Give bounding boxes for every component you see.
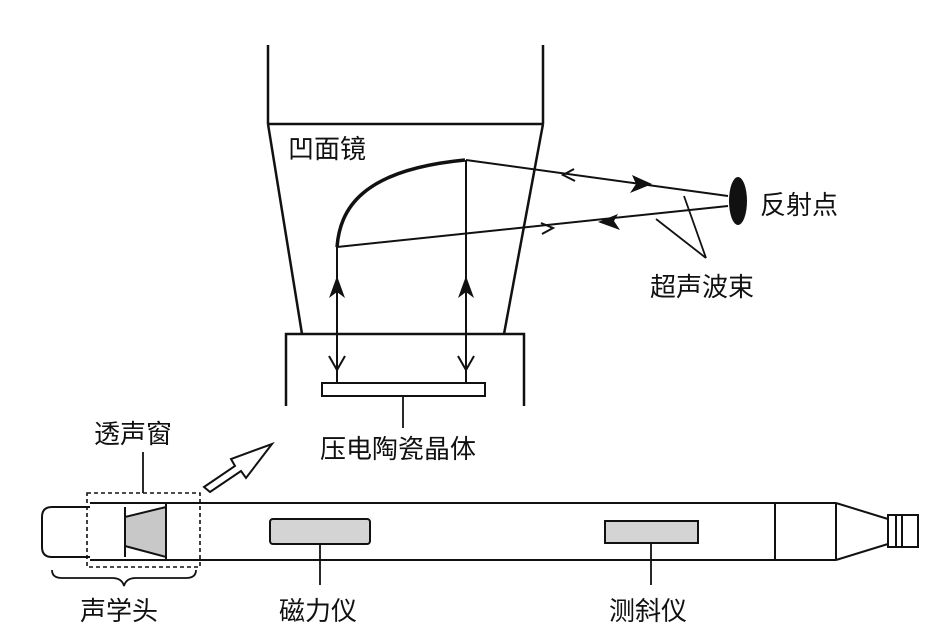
housing-taper-right (502, 123, 545, 335)
vertical-arrows (329, 276, 474, 298)
zoom-arrow-icon (202, 441, 275, 494)
vertical-down-arrows (328, 355, 475, 373)
arrow-lower-ray-return (598, 214, 620, 230)
arrow-up-left (329, 276, 345, 298)
ultrasonic-beam-label: 超声波束 (650, 273, 754, 303)
housing-taper-left (266, 123, 304, 335)
arrow-lower-ray-outward (540, 222, 556, 235)
arrow-down-left (328, 355, 346, 373)
arrow-down-right (457, 355, 475, 373)
acoustic-window-label: 透声窗 (94, 420, 172, 450)
arrow-upper-ray-return (560, 168, 576, 182)
tool-tail-taper (835, 502, 889, 561)
inclinometer-module (604, 520, 699, 544)
acoustic-window-lens (124, 505, 167, 559)
beam-upper-ray (465, 159, 729, 197)
inclinometer-label: 测斜仪 (609, 597, 687, 627)
housing (266, 45, 545, 406)
housing-lower-box (284, 332, 526, 406)
reflection-point-label: 反射点 (760, 191, 838, 221)
arrow-up-right (458, 276, 474, 298)
acoustic-head-bracket (51, 569, 197, 587)
tool-nose-cap (41, 506, 90, 558)
ray-arrows (540, 168, 652, 235)
concave-mirror-label: 凹面镜 (288, 135, 366, 165)
beam-paths (336, 159, 729, 383)
acoustic-head-label: 声学头 (80, 597, 158, 627)
arrow-upper-ray-outward (630, 175, 652, 193)
beam-lower-ray (336, 205, 729, 248)
beam-pointers (655, 195, 707, 259)
piezo-crystal-label: 压电陶瓷晶体 (320, 435, 476, 465)
magnetometer-module (269, 518, 371, 545)
tool-string (41, 502, 919, 561)
concave-mirror-curve (335, 158, 466, 248)
reflection-point-target (729, 177, 747, 225)
piezo-crystal-plate (321, 382, 486, 397)
magnetometer-label: 磁力仪 (279, 597, 357, 627)
